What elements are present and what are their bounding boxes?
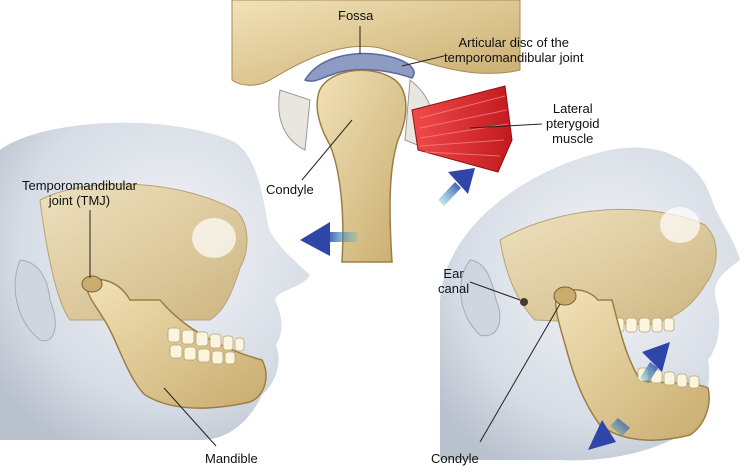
label-mandible: Mandible (205, 451, 258, 466)
leader-lines (89, 26, 561, 447)
joint-closeup (231, 0, 521, 263)
label-lateral-pterygoid: Lateral pterygoid muscle (546, 101, 600, 146)
arrow-up-right-icon (438, 168, 475, 206)
condyle-closeup (316, 69, 407, 263)
ear-right (460, 259, 501, 337)
teeth-left (167, 327, 245, 365)
skull-base (231, 0, 521, 86)
label-ear-canal: Ear canal (438, 266, 470, 296)
label-tmj: Temporomandibular joint (TMJ) (22, 178, 137, 208)
label-fossa: Fossa (338, 8, 374, 23)
lateral-pterygoid-muscle (411, 85, 513, 173)
label-condyle-bottom: Condyle (431, 451, 479, 466)
ear-left (14, 259, 56, 342)
arrow-left-icon (300, 222, 357, 256)
articular-disc (303, 52, 415, 82)
head-open-jaw (440, 147, 740, 461)
head-closed-jaw (0, 122, 310, 440)
arrow-down-left-icon (588, 418, 630, 450)
mandible-right (554, 289, 710, 441)
arrow-up-icon (640, 342, 670, 384)
mandible-left (84, 278, 267, 409)
condyle-right (553, 286, 577, 306)
ear-canal-opening (520, 298, 528, 306)
eye-socket-left (192, 218, 236, 258)
label-articular-disc: Articular disc of the temporomandibular … (444, 35, 584, 65)
tmj-left (81, 275, 103, 293)
eye-socket-right (660, 207, 700, 243)
label-condyle-top: Condyle (266, 182, 314, 197)
